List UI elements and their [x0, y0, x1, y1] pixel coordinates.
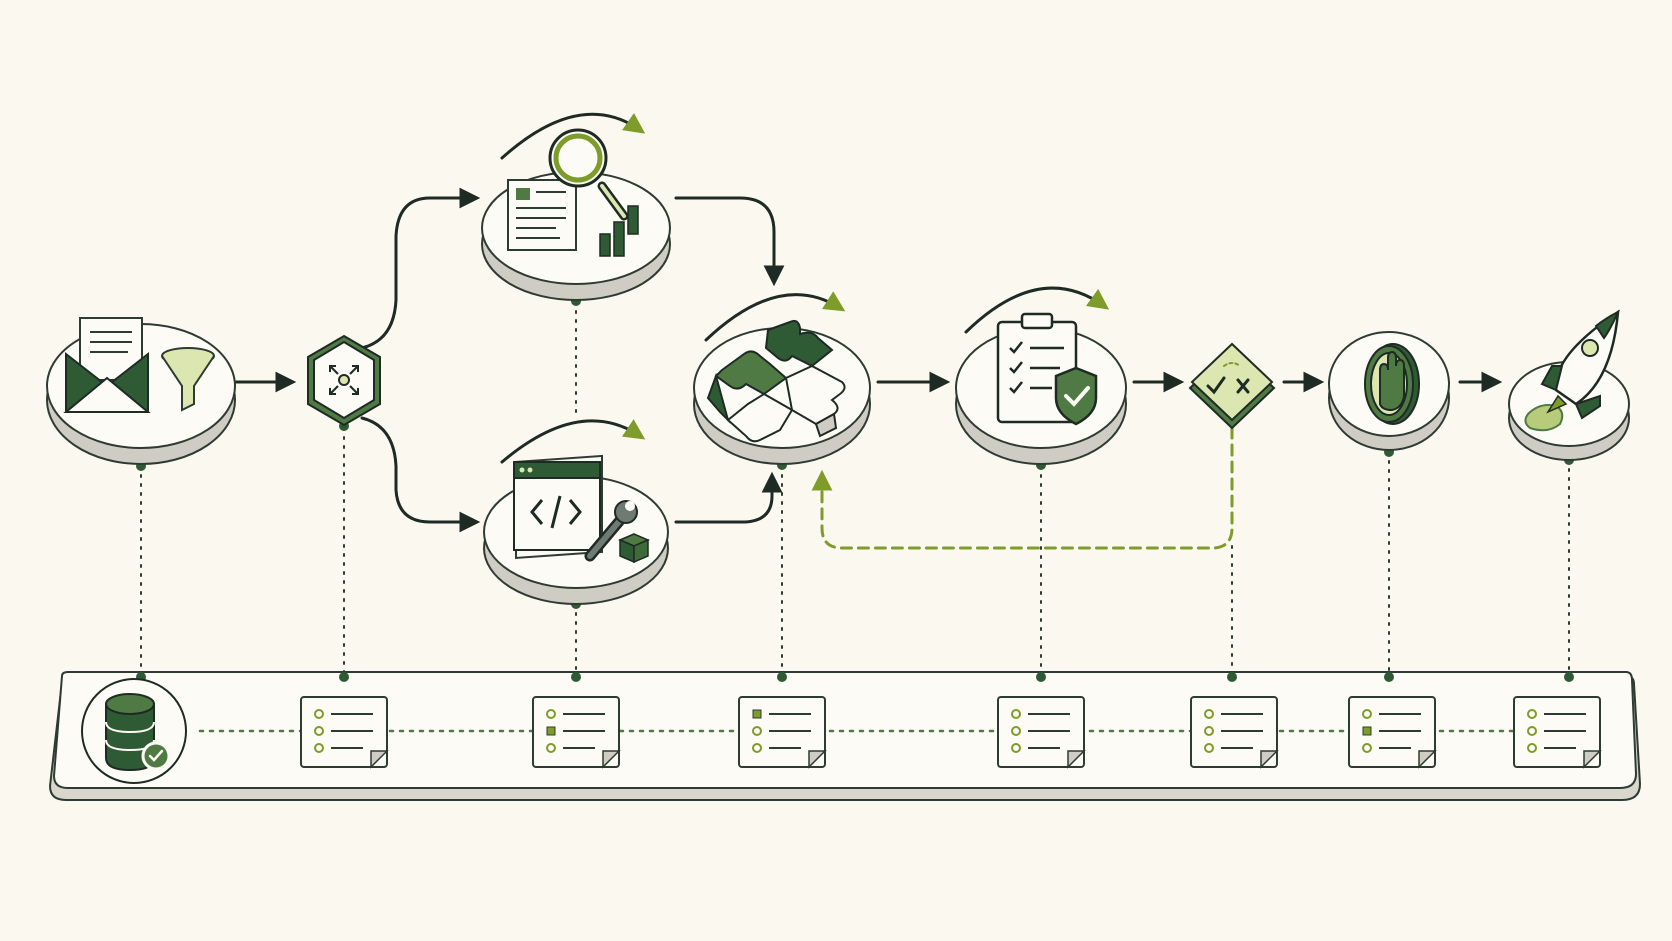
envelope-icon — [63, 317, 151, 413]
loop-arrow-integrate — [704, 291, 846, 342]
funnel-icon — [161, 347, 215, 412]
rocket-icon — [1524, 309, 1621, 432]
stage-node-integrate — [693, 319, 871, 465]
vertical-connectors — [140, 301, 1570, 676]
ledger-record-cards — [300, 696, 1602, 769]
stage-node-launch — [1508, 309, 1630, 461]
puzzle-icon — [706, 319, 846, 443]
expand-arrows-icon — [329, 365, 359, 395]
ledger-record-card — [997, 696, 1086, 769]
ledger-record-card — [1190, 696, 1279, 769]
check-cross-icon — [1206, 362, 1250, 395]
ledger-record-card — [532, 696, 621, 769]
document-icon — [507, 179, 577, 251]
wrench-icon — [584, 500, 638, 562]
stage-node-decide[interactable] — [1188, 342, 1276, 430]
feedback-edge — [811, 426, 1234, 550]
magnifier-icon — [548, 128, 629, 221]
code-window-icon — [513, 454, 603, 559]
stage-node-build — [483, 454, 669, 605]
stage-node-verify — [955, 312, 1127, 465]
stage-node-halt — [1328, 331, 1450, 451]
shield-check-icon — [1054, 366, 1098, 426]
flow-arrows — [234, 187, 1503, 533]
arrow-route-to-build — [360, 416, 481, 533]
bar-chart-icon — [599, 205, 639, 257]
ledger-record-card — [300, 696, 389, 769]
arrow-analyze-to-integrate — [674, 196, 785, 287]
database-check-badge — [81, 678, 187, 784]
ledger-record-card — [1348, 696, 1437, 769]
arrow-build-to-integrate — [674, 471, 783, 524]
ledger-record-card — [738, 696, 827, 769]
ledger-record-card — [1513, 696, 1602, 769]
loop-arrows — [500, 112, 1110, 464]
loop-arrow-analyze — [500, 112, 646, 160]
loop-arrow-verify — [964, 286, 1110, 334]
database-check-icon — [105, 693, 171, 772]
loop-arrow-build — [500, 419, 646, 464]
stop-hand-icon — [1364, 343, 1420, 425]
stage-node-analyze — [481, 128, 671, 301]
arrow-route-to-analyze — [360, 187, 481, 350]
stage-node-ingest — [46, 317, 236, 465]
stage-node-route[interactable] — [307, 334, 381, 427]
cube-icon — [618, 533, 650, 564]
